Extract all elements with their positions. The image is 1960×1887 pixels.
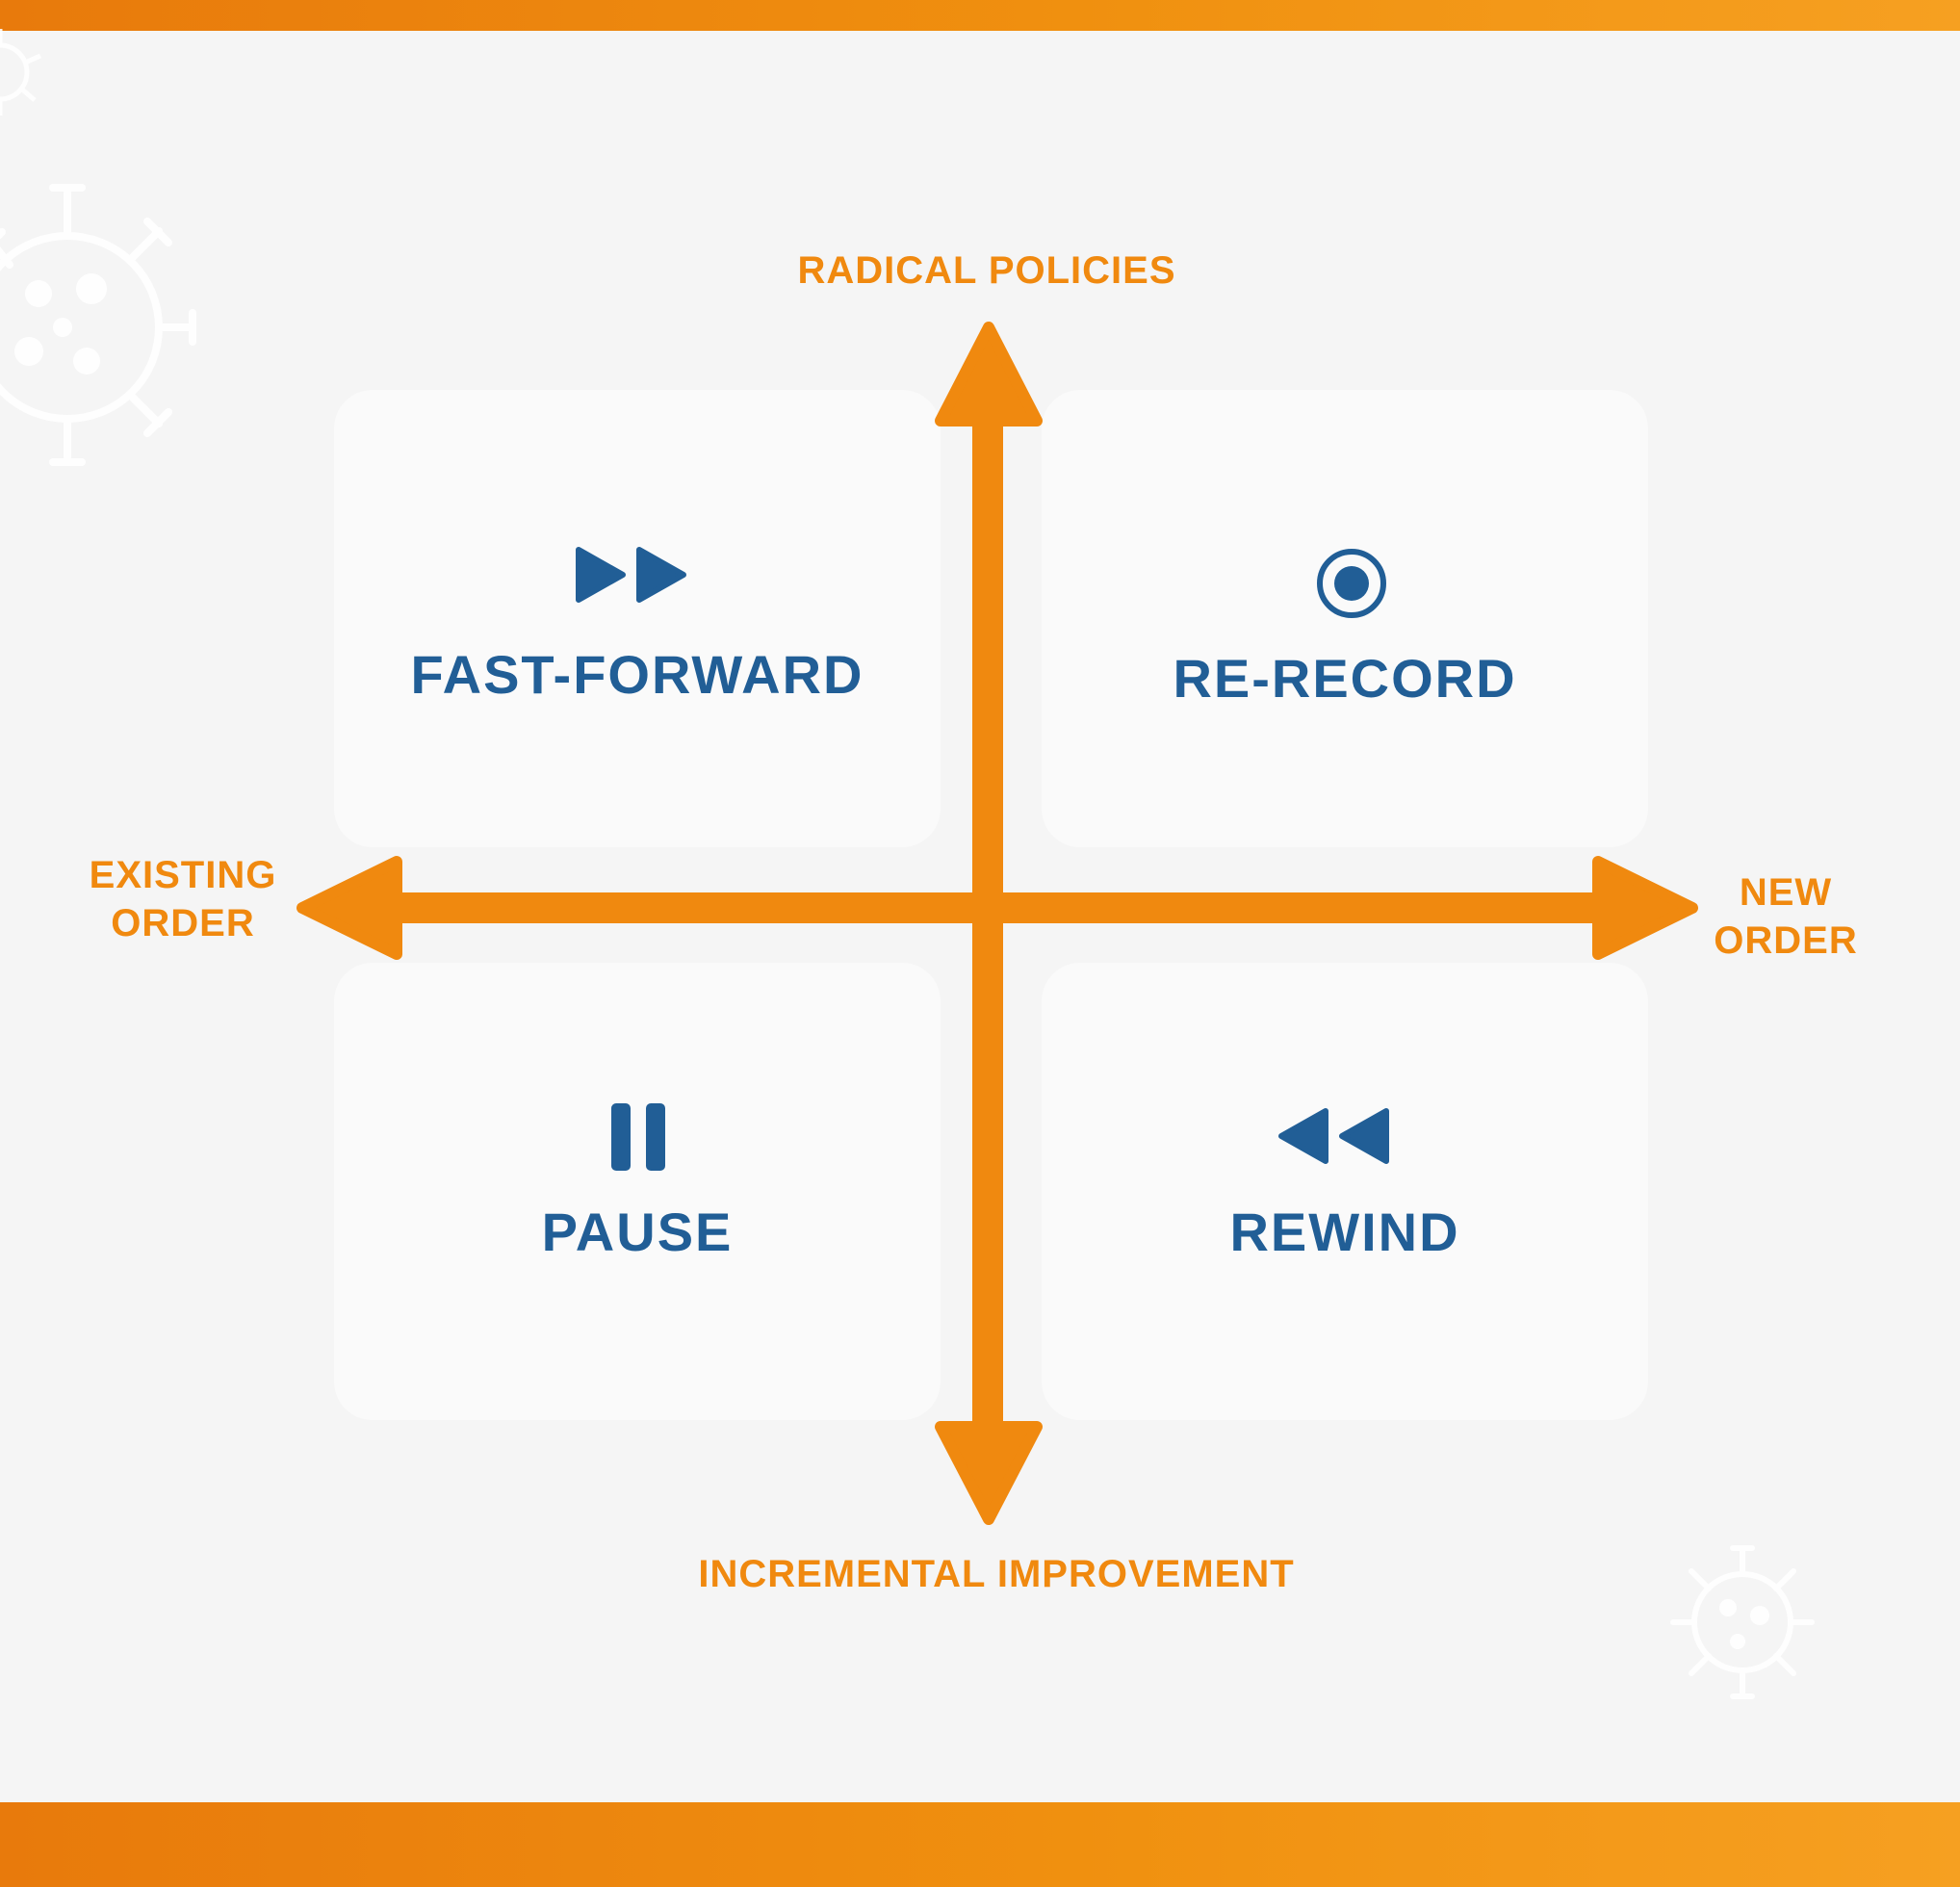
quadrant-label-pause: PAUSE — [541, 1202, 734, 1262]
axis-label-left: EXISTING ORDER — [58, 851, 308, 947]
arrow-head-up — [935, 322, 1043, 427]
axis-label-right-line1: NEW — [1739, 871, 1833, 914]
virus-decoration-icon — [1670, 1545, 1815, 1699]
quadrant-re-record — [1042, 390, 1648, 847]
vertical-axis-line — [972, 424, 1003, 1425]
quadrant-label-fast-forward: FAST-FORWARD — [410, 644, 864, 705]
quadrant-rewind — [1042, 963, 1648, 1420]
virus-decoration-icon — [0, 184, 196, 466]
axis-label-left-line1: EXISTING — [89, 854, 277, 896]
rewind-icon — [1278, 1108, 1389, 1164]
arrow-head-down — [935, 1421, 1043, 1525]
quadrant-fast-forward — [334, 390, 941, 847]
quadrant-label-re-record: RE-RECORD — [1173, 648, 1517, 709]
arrow-head-left — [297, 856, 402, 960]
axis-label-top: RADICAL POLICIES — [797, 249, 1176, 292]
bottom-accent-band — [0, 1802, 1960, 1887]
quadrant-pause — [334, 963, 941, 1420]
quadrant-label-rewind: REWIND — [1229, 1202, 1460, 1262]
pause-icon — [611, 1103, 665, 1171]
axis-label-right-line2: ORDER — [1714, 919, 1858, 962]
arrow-head-right — [1592, 856, 1698, 960]
fast-forward-icon — [576, 547, 686, 603]
axis-label-left-line2: ORDER — [111, 902, 255, 944]
record-icon — [1317, 549, 1386, 618]
axis-label-bottom: INCREMENTAL IMPROVEMENT — [698, 1553, 1295, 1595]
horizontal-axis-line — [395, 892, 1608, 923]
virus-decoration-icon — [0, 29, 42, 116]
top-accent-band — [0, 0, 1960, 31]
axis-label-right: NEW ORDER — [1675, 868, 1896, 965]
